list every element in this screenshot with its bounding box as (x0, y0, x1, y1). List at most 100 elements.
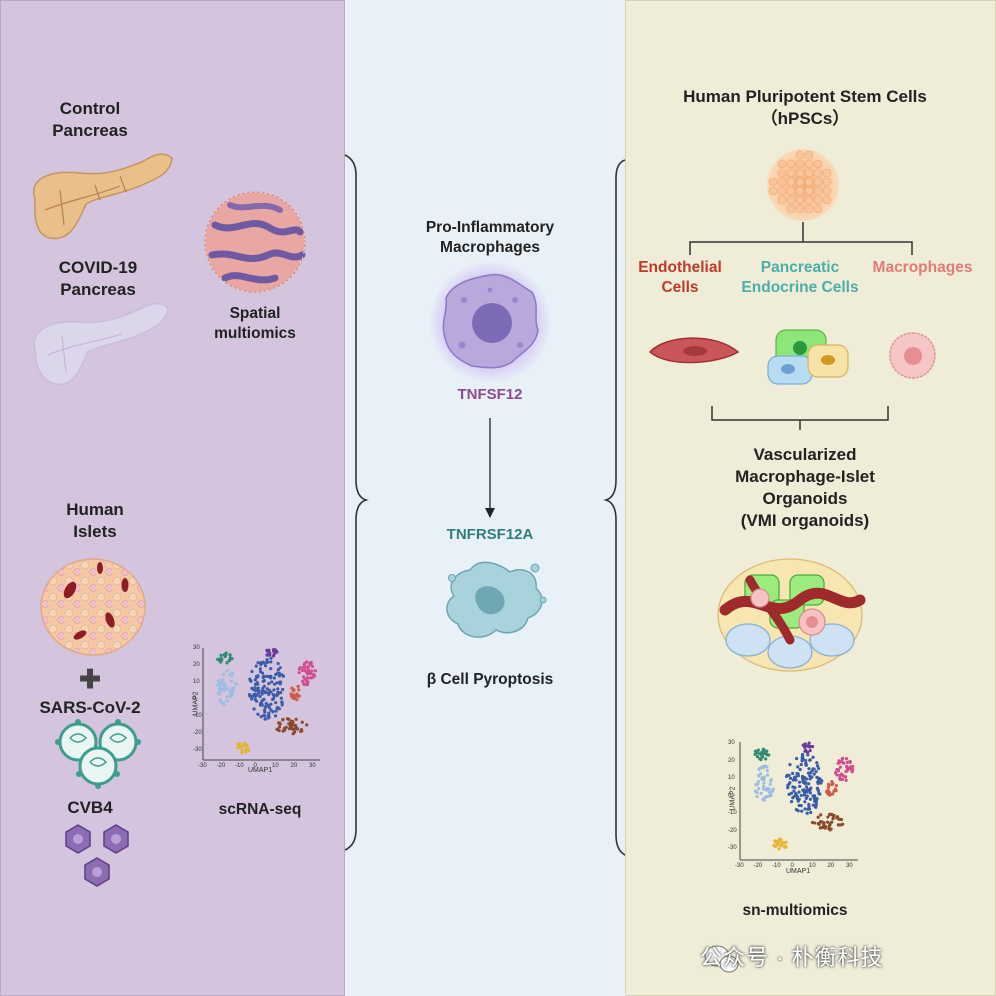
umap-point (258, 694, 262, 699)
human-islets-label: Human Islets (66, 500, 124, 541)
umap-point (313, 669, 317, 673)
umap-point (269, 656, 273, 660)
hpsc-cell (822, 195, 832, 205)
umap-point (772, 843, 776, 848)
umap-point (284, 725, 288, 729)
umap-point (283, 728, 287, 732)
umap-point (814, 805, 818, 809)
umap-point (814, 769, 818, 774)
umap-tick-label: 20 (290, 763, 298, 769)
umap-point (789, 800, 794, 804)
umap-point (799, 804, 803, 808)
hpsc-cell (777, 159, 787, 169)
umap-point (843, 775, 848, 779)
umap-point (766, 773, 770, 777)
umap-point (787, 773, 791, 777)
umap-point (275, 681, 279, 685)
umap-point (828, 822, 832, 826)
umap-point (792, 789, 796, 793)
umap-point (844, 757, 849, 761)
vmi-organoid-illustration (717, 558, 866, 672)
umap-point (273, 714, 278, 718)
umap-tick-label: -10 (728, 810, 737, 816)
umap-point (803, 800, 807, 804)
umap-point (267, 648, 271, 652)
umap-point (784, 845, 788, 849)
umap-point (229, 679, 234, 683)
hpsc-cell (813, 177, 823, 187)
umap-point (309, 662, 313, 666)
umap-point (270, 680, 274, 684)
umap-point (225, 661, 229, 665)
umap-point (762, 787, 766, 791)
umap-point (265, 687, 269, 691)
umap-point (279, 680, 283, 684)
umap-point (275, 727, 279, 731)
umap-point (778, 837, 782, 841)
umap-point (299, 729, 303, 733)
umap-point (793, 775, 798, 779)
umap1-axis-label-right: UMAP1 (786, 868, 811, 875)
umap-point (779, 844, 783, 848)
sars-cov-2-illustration (55, 719, 141, 789)
umap-point (769, 793, 773, 797)
umap-point (287, 727, 292, 731)
right-bracket (603, 159, 626, 856)
umap-point (767, 790, 772, 794)
umap-point (250, 697, 254, 701)
umap-point (279, 696, 283, 700)
hpsc-cell (804, 177, 814, 187)
umap-point (237, 743, 241, 747)
umap-point (262, 697, 266, 702)
cvb4-illustration (65, 824, 129, 887)
umap-point (816, 815, 820, 819)
umap-point (795, 771, 799, 776)
endothelial-cells-label: Endothelial Cells (638, 259, 722, 296)
umap-point (275, 706, 279, 710)
umap-point (253, 678, 257, 682)
umap-point (269, 674, 273, 678)
umap-point (828, 793, 832, 797)
umap-point (222, 682, 226, 686)
umap-point (817, 822, 821, 826)
umap-point (230, 687, 234, 691)
umap-point (256, 661, 260, 665)
umap-point (758, 756, 762, 761)
umap-point (262, 661, 266, 665)
umap-point (287, 717, 291, 721)
hpsc-cell (795, 186, 805, 196)
control-pancreas-illustration (32, 153, 173, 240)
umap-point (272, 652, 276, 656)
umap-point (756, 779, 761, 784)
umap-point (253, 686, 257, 690)
umap-point (270, 697, 275, 702)
control-pancreas-label: Control Pancreas (52, 99, 128, 140)
hpsc-cell (795, 168, 805, 178)
hpsc-cell (804, 204, 814, 214)
umap-point (265, 660, 269, 664)
umap-point (800, 809, 804, 813)
hpsc-cell (822, 168, 832, 178)
umap-point (267, 691, 271, 695)
umap-point (840, 777, 844, 782)
umap-point (829, 827, 833, 831)
umap-point (804, 763, 808, 767)
umap-point (837, 759, 841, 763)
umap-point (303, 677, 307, 681)
umap-point (221, 678, 225, 682)
umap-tick-label: 0 (728, 792, 732, 799)
differentiation-tree (689, 222, 913, 255)
umap-point (794, 778, 798, 782)
umap-tick-label: 0 (193, 696, 197, 702)
umap-point (303, 665, 307, 669)
umap-point (281, 718, 285, 722)
hpsc-cell (777, 186, 787, 196)
umap-point (775, 843, 779, 847)
umap-point (839, 817, 844, 822)
umap-point (271, 710, 275, 714)
umap-point (781, 841, 785, 845)
umap-point (845, 768, 849, 773)
umap-point (279, 690, 283, 695)
beta-cell-pyroptosis-label: β Cell Pyroptosis (426, 671, 554, 688)
